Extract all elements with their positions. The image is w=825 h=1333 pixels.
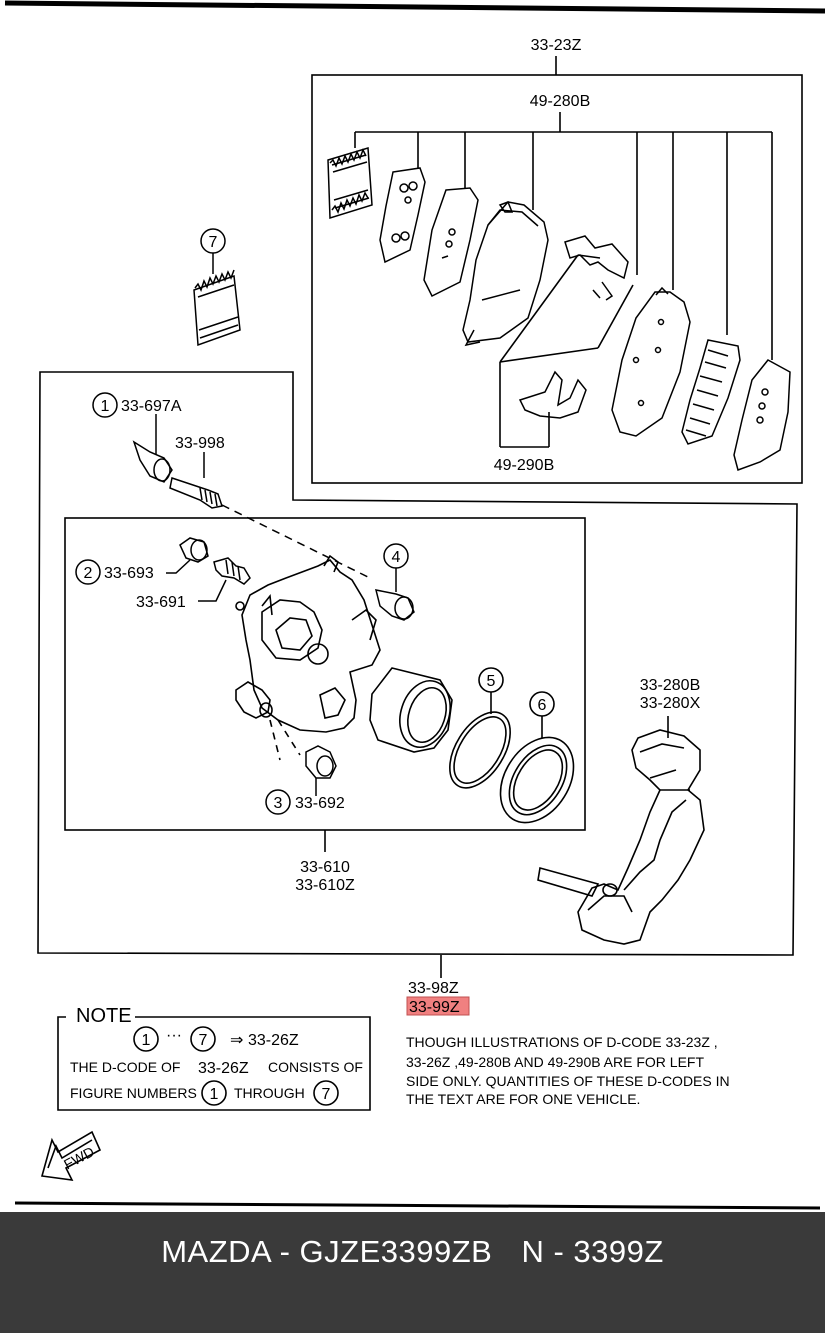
label-caliper-2: 33-610Z — [295, 877, 355, 894]
note-arrow: ⇒ — [230, 1032, 243, 1049]
fig2-number: 2 — [84, 565, 93, 582]
note-title: NOTE — [76, 1005, 132, 1027]
pad-clip-lower-icon — [518, 370, 587, 419]
bleeder-nipple-icon — [213, 557, 251, 585]
pad-kit-group — [311, 56, 803, 484]
note-line2-mid: THROUGH — [234, 1085, 305, 1101]
label-seal-kit-1: 33-697A — [121, 398, 182, 415]
note-range-sep: ··· — [166, 1027, 182, 1044]
note-num1-circle — [201, 1080, 227, 1106]
shim-hatched-icon — [681, 339, 741, 445]
caliper-small-parts — [75, 537, 415, 621]
fig5-number: 5 — [487, 673, 496, 690]
remark-line3: SIDE ONLY. QUANTITIES OF THESE D-CODES I… — [406, 1073, 730, 1089]
fig4-number: 4 — [392, 549, 401, 566]
fig7-shim — [193, 228, 241, 347]
note-range-end-circle — [190, 1026, 216, 1052]
boot-icon — [132, 440, 173, 483]
label-bracket-2: 33-280X — [640, 695, 701, 712]
brake-pad-inner-icon — [611, 291, 691, 437]
note-line1-a: THE D-CODE OF — [70, 1059, 180, 1075]
shim-plate-icon — [379, 167, 426, 264]
shim-rear-icon — [733, 359, 791, 471]
label-shim-set: 49-290B — [494, 457, 555, 474]
footer-bar: MAZDA - GJZE3399ZB N - 3399Z — [0, 1212, 825, 1333]
remark-line2: 33-26Z ,49-280B AND 49-290B ARE FOR LEFT — [406, 1054, 704, 1070]
guide-pin-icon — [169, 477, 223, 509]
fig3-circle — [265, 789, 291, 815]
assembly-box — [37, 371, 798, 956]
label-guide-pin: 33-998 — [175, 435, 225, 452]
piston-parts — [369, 667, 575, 824]
fig3-number: 3 — [274, 795, 283, 812]
mounting-bracket — [537, 716, 705, 945]
remark-line1: THOUGH ILLUSTRATIONS OF D-CODE 33-23Z , — [406, 1034, 718, 1050]
footer-part-number: MAZDA - GJZE3399ZB — [161, 1234, 493, 1269]
piston-seal-icon — [449, 711, 511, 789]
note-range-code: 33-26Z — [248, 1032, 299, 1049]
label-seal-kit-3: 33-692 — [295, 795, 345, 812]
brake-pad-outer-icon — [462, 201, 549, 343]
top-border — [4, 0, 825, 14]
fig7-number: 7 — [209, 234, 218, 251]
shim-film-icon — [327, 147, 373, 220]
note-range-end: 7 — [199, 1032, 208, 1049]
note-num2-circle — [313, 1080, 339, 1106]
label-kit-top: 33-23Z — [531, 37, 582, 54]
remark-line4: THE TEXT ARE FOR ONE VEHICLE. — [406, 1091, 640, 1107]
footer-caption: MAZDA - GJZE3399ZB N - 3399Z — [0, 1234, 825, 1270]
note-line1-code: 33-26Z — [198, 1060, 249, 1077]
fig1-number: 1 — [101, 398, 110, 415]
highlight-assy-2 — [406, 996, 470, 1016]
fig1-circle — [92, 392, 118, 418]
dust-boot-2-icon — [179, 537, 209, 563]
fig2-circle — [75, 559, 101, 585]
note-box — [57, 1016, 371, 1111]
fig3-boot — [265, 745, 337, 815]
note-line2-a: FIGURE NUMBERS — [70, 1085, 197, 1101]
pad-kit-parts — [327, 147, 791, 471]
footer-reference: N - 3399Z — [521, 1234, 664, 1269]
pad-kit-box — [311, 74, 803, 484]
caliper-body — [235, 554, 381, 761]
pad-clip-upper-icon — [564, 235, 629, 280]
piston-icon — [369, 667, 453, 753]
brake-caliper-diagram: 33-23Z 49-280B 49-290B 7 1 33-697A 33-99… — [4, 0, 825, 1210]
fig6-number: 6 — [538, 697, 547, 714]
guide-bolt-icon — [374, 589, 415, 621]
note-line2-num1: 1 — [210, 1086, 219, 1103]
label-bracket-1: 33-280B — [640, 677, 701, 694]
label-assy-1: 33-98Z — [408, 980, 459, 997]
note-range-start-circle — [133, 1026, 159, 1052]
fwd-arrow-icon — [40, 1130, 102, 1181]
shim-thin-icon — [423, 187, 479, 298]
note-range-start: 1 — [142, 1032, 151, 1049]
bottom-separator — [14, 1201, 821, 1210]
label-caliper-1: 33-610 — [300, 859, 350, 876]
label-nipple: 33-691 — [136, 594, 186, 611]
note-line1-b: CONSISTS OF — [268, 1059, 363, 1075]
guide-pin-parts — [92, 392, 371, 579]
label-pad-set: 49-280B — [530, 93, 591, 110]
piston-boot-icon — [499, 736, 575, 824]
label-seal-kit-2: 33-693 — [104, 565, 154, 582]
dust-boot-3-icon — [305, 745, 337, 779]
label-assy-2: 33-99Z — [409, 999, 460, 1016]
note-line2-num2: 7 — [322, 1086, 331, 1103]
